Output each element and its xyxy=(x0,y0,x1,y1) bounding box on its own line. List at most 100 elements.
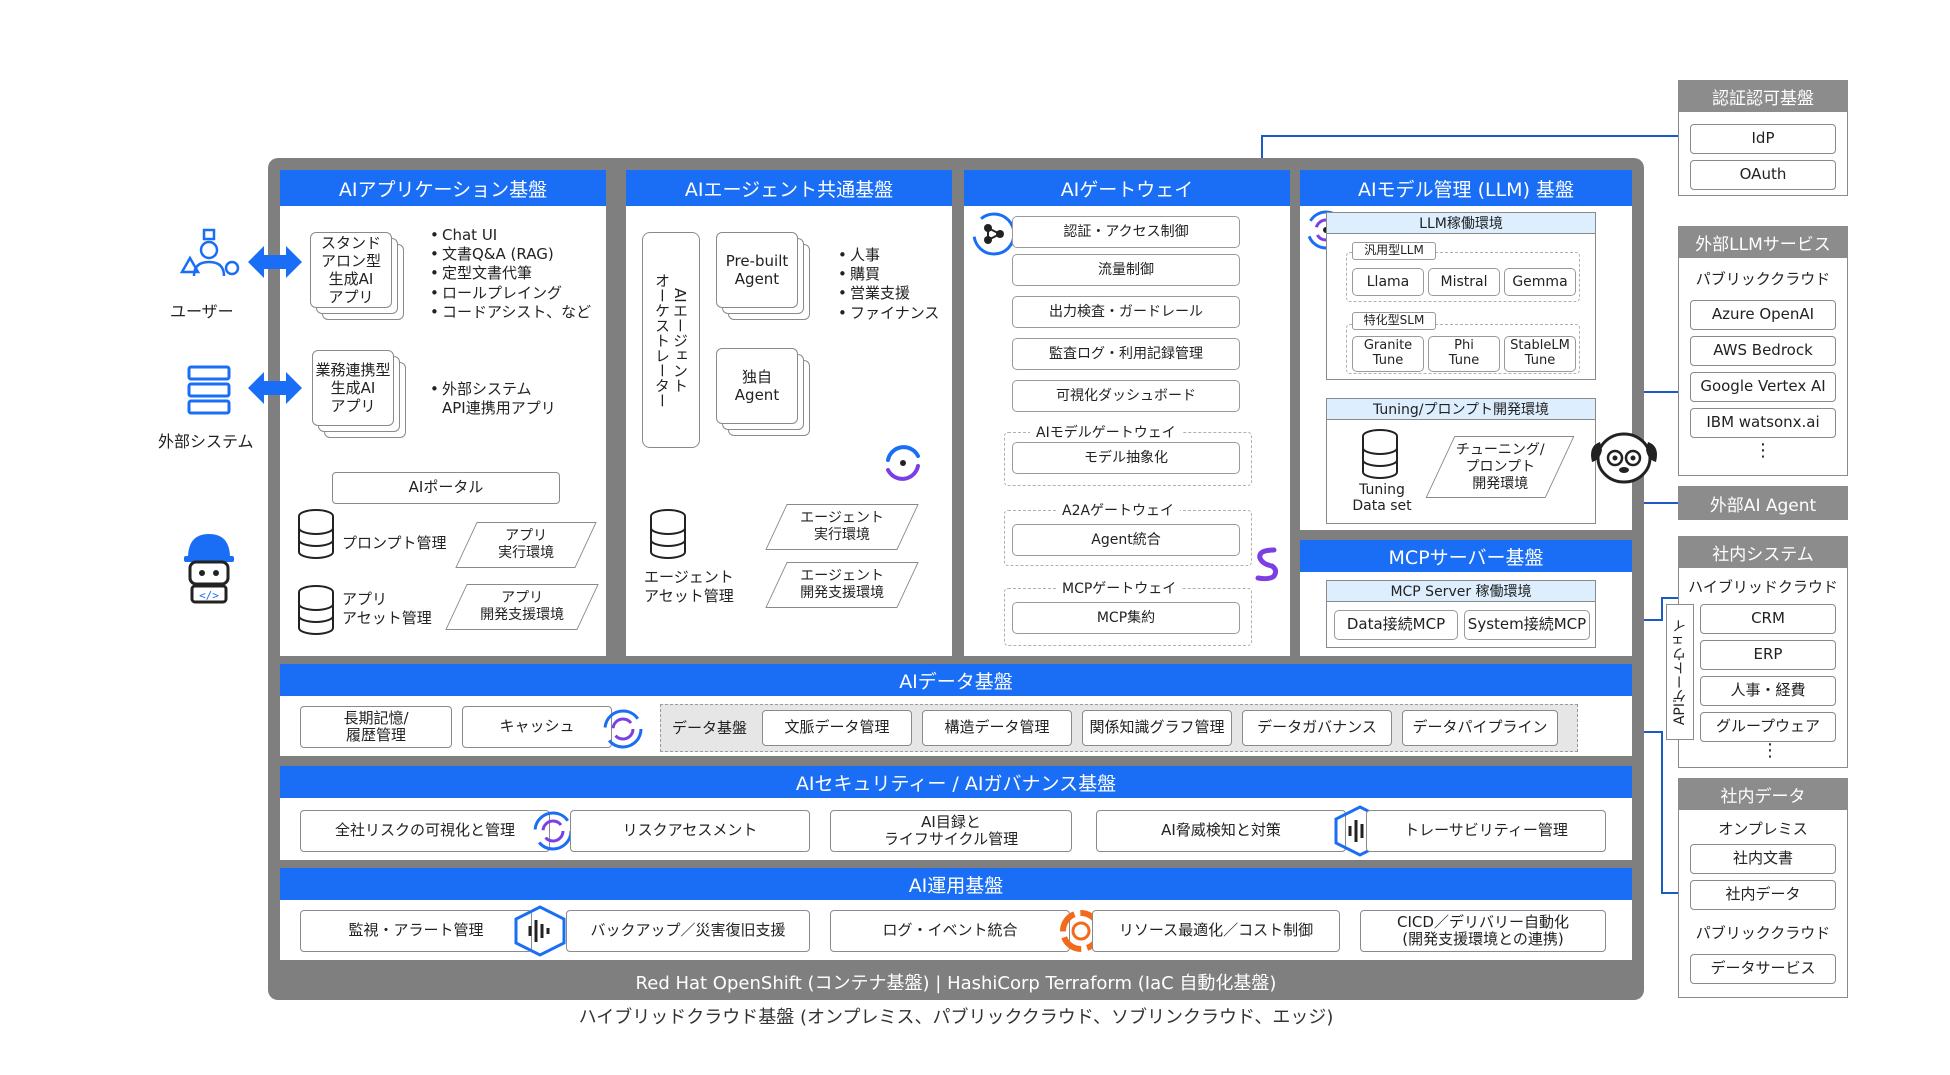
long-term-memory-box[interactable]: 長期記憶/ 履歴管理 xyxy=(300,706,452,748)
bullet-item: 購買 xyxy=(838,265,939,284)
app-runtime-box: アプリ 実行環境 xyxy=(455,522,597,568)
model-phi-tune[interactable]: Phi Tune xyxy=(1428,336,1500,372)
internal-data-box[interactable]: 社内データ xyxy=(1690,880,1836,910)
model-llama[interactable]: Llama xyxy=(1352,268,1424,296)
model-gateway-label: AIモデルゲートウェイ xyxy=(1030,422,1182,442)
double-arrow-icon xyxy=(248,372,302,404)
security-header: AIセキュリティー / AIガバナンス基盤 xyxy=(280,766,1632,798)
crm-box[interactable]: CRM xyxy=(1700,604,1836,634)
dashboard-box[interactable]: 可視化ダッシュボード xyxy=(1012,380,1240,412)
user-label: ユーザー xyxy=(170,302,234,321)
ext-llm-more: ⋮ xyxy=(1754,440,1772,461)
internal-system-more: ⋮ xyxy=(1761,740,1779,761)
internal-docs-box[interactable]: 社内文書 xyxy=(1690,844,1836,874)
database-icon xyxy=(1362,429,1398,479)
aws-bedrock-box[interactable]: AWS Bedrock xyxy=(1690,336,1836,366)
backup-dr-box[interactable]: バックアップ／災害復旧支援 xyxy=(566,910,810,952)
double-arrow-icon xyxy=(248,246,302,278)
sync-icon xyxy=(886,445,920,481)
bullet-item: Chat UI xyxy=(430,226,591,245)
model-stablelm-tune[interactable]: StableLM Tune xyxy=(1504,336,1576,372)
ext-llm-subtitle: パブリッククラウド xyxy=(1695,270,1831,288)
data-sync-icon xyxy=(603,709,643,749)
data-governance-box[interactable]: データガバナンス xyxy=(1242,710,1392,746)
data-service-box[interactable]: データサービス xyxy=(1690,954,1836,984)
developer-robot-icon: </> xyxy=(184,534,234,604)
hr-expense-box[interactable]: 人事・経費 xyxy=(1700,676,1836,706)
system-mcp-box[interactable]: System接続MCP xyxy=(1464,610,1590,640)
groupware-box[interactable]: グループウェア xyxy=(1700,712,1836,742)
mcp-gateway-label: MCPゲートウェイ xyxy=(1056,578,1183,598)
resource-cost-box[interactable]: リソース最適化／コスト制御 xyxy=(1092,910,1340,952)
idp-box[interactable]: IdP xyxy=(1690,124,1836,154)
knowledge-graph-box[interactable]: 関係知識グラフ管理 xyxy=(1082,710,1232,746)
azure-openai-box[interactable]: Azure OpenAI xyxy=(1690,300,1836,330)
bullet-item: ファイナンス xyxy=(838,304,939,323)
external-system-label: 外部システム xyxy=(158,432,254,451)
auth-group-header: 認証認可基盤 xyxy=(1678,80,1848,112)
internal-system-subtitle: ハイブリッドクラウド xyxy=(1688,578,1838,596)
hybrid-cloud-caption: ハイブリッドクラウド基盤 (オンプレミス、パブリッククラウド、ソブリンクラウド、… xyxy=(578,1007,1334,1028)
model-gemma[interactable]: Gemma xyxy=(1504,268,1576,296)
app-platform-header: AIアプリケーション基盤 xyxy=(280,170,606,206)
orchestrator-box: AIエージェント オーケストレーター xyxy=(642,232,700,448)
structured-data-box[interactable]: 構造データ管理 xyxy=(922,710,1072,746)
s-logo-icon xyxy=(1255,547,1279,582)
users-icon xyxy=(179,228,240,277)
erp-box[interactable]: ERP xyxy=(1700,640,1836,670)
public-cloud-label: パブリッククラウド xyxy=(1695,924,1831,942)
mcp-aggregation-box[interactable]: MCP集約 xyxy=(1012,602,1240,634)
ai-inventory-box[interactable]: AI目録と ライフサイクル管理 xyxy=(830,810,1072,852)
prebuilt-agent-card: Pre-built Agent xyxy=(716,232,798,308)
onprem-label: オンプレミス xyxy=(1718,820,1808,838)
special-slm-label: 特化型SLM xyxy=(1352,312,1436,330)
internal-data-header: 社内データ xyxy=(1678,778,1848,810)
model-abstraction-box[interactable]: モデル抽象化 xyxy=(1012,442,1240,474)
app-asset-mgmt-label: アプリ アセット管理 xyxy=(342,590,432,627)
oauth-box[interactable]: OAuth xyxy=(1690,160,1836,190)
data-platform-header: AIデータ基盤 xyxy=(280,664,1632,696)
risk-assessment-box[interactable]: リスクアセスメント xyxy=(570,810,810,852)
bullet-item: ロールプレイング xyxy=(430,284,591,303)
risk-visualization-box[interactable]: 全社リスクの可視化と管理 xyxy=(300,810,550,852)
api-gateway-box[interactable]: APIゲートウェイ xyxy=(1666,604,1694,740)
tuning-env-header: Tuning/プロンプト開発環境 xyxy=(1326,398,1596,420)
ibm-watsonx-box[interactable]: IBM watsonx.ai xyxy=(1690,408,1836,438)
standalone-app-bullets: Chat UI 文書Q&A (RAG) 定型文書代筆 ロールプレイング コードア… xyxy=(428,226,591,322)
agent-integration-box[interactable]: Agent統合 xyxy=(1012,524,1240,556)
mcp-server-header: MCPサーバー基盤 xyxy=(1300,540,1632,572)
agent-runtime-box: エージェント 実行環境 xyxy=(765,504,919,550)
data-infra-label: データ基盤 xyxy=(672,719,748,737)
data-pipeline-box[interactable]: データパイプライン xyxy=(1402,710,1558,746)
monitoring-alert-box[interactable]: 監視・アラート管理 xyxy=(300,910,532,952)
guardrail-box[interactable]: 出力検査・ガードレール xyxy=(1012,296,1240,328)
log-event-box[interactable]: ログ・イベント統合 xyxy=(830,910,1070,952)
waveform-hex-icon xyxy=(514,905,566,957)
database-icon xyxy=(298,585,334,635)
traceability-box[interactable]: トレーサビリティー管理 xyxy=(1366,810,1606,852)
prompt-mgmt-label: プロンプト管理 xyxy=(342,534,447,552)
general-llm-label: 汎用型LLM xyxy=(1352,242,1436,260)
data-mcp-box[interactable]: Data接続MCP xyxy=(1334,610,1458,640)
general-llm-group xyxy=(1346,252,1580,302)
rate-limit-box[interactable]: 流量制御 xyxy=(1012,254,1240,286)
integrated-app-bullets: 外部システム API連携用アプリ xyxy=(428,380,556,418)
cicd-box[interactable]: CICD／デリバリー自動化 (開発支援環境との連携) xyxy=(1360,910,1606,952)
google-vertex-box[interactable]: Google Vertex AI xyxy=(1690,372,1836,402)
threat-detection-box[interactable]: AI脅威検知と対策 xyxy=(1096,810,1346,852)
cache-box[interactable]: キャッシュ xyxy=(462,706,612,748)
llm-runtime-header: LLM稼働環境 xyxy=(1326,212,1596,234)
model-granite-tune[interactable]: Granite Tune xyxy=(1352,336,1424,372)
database-icon xyxy=(298,509,334,559)
gateway-header: AIゲートウェイ xyxy=(964,170,1290,206)
integrated-app-card: 業務連携型 生成AI アプリ xyxy=(312,350,394,426)
ext-ai-agent-box[interactable]: 外部AI Agent xyxy=(1678,486,1848,520)
auth-access-control-box[interactable]: 認証・アクセス制御 xyxy=(1012,216,1240,248)
database-icon xyxy=(650,509,686,559)
context-data-box[interactable]: 文脈データ管理 xyxy=(762,710,912,746)
model-mistral[interactable]: Mistral xyxy=(1428,268,1500,296)
app-devenv-box: アプリ 開発支援環境 xyxy=(445,584,599,630)
ai-portal-box[interactable]: AIポータル xyxy=(332,472,560,504)
audit-log-box[interactable]: 監査ログ・利用記録管理 xyxy=(1012,338,1240,370)
bullet-item: 定型文書代筆 xyxy=(430,264,591,283)
